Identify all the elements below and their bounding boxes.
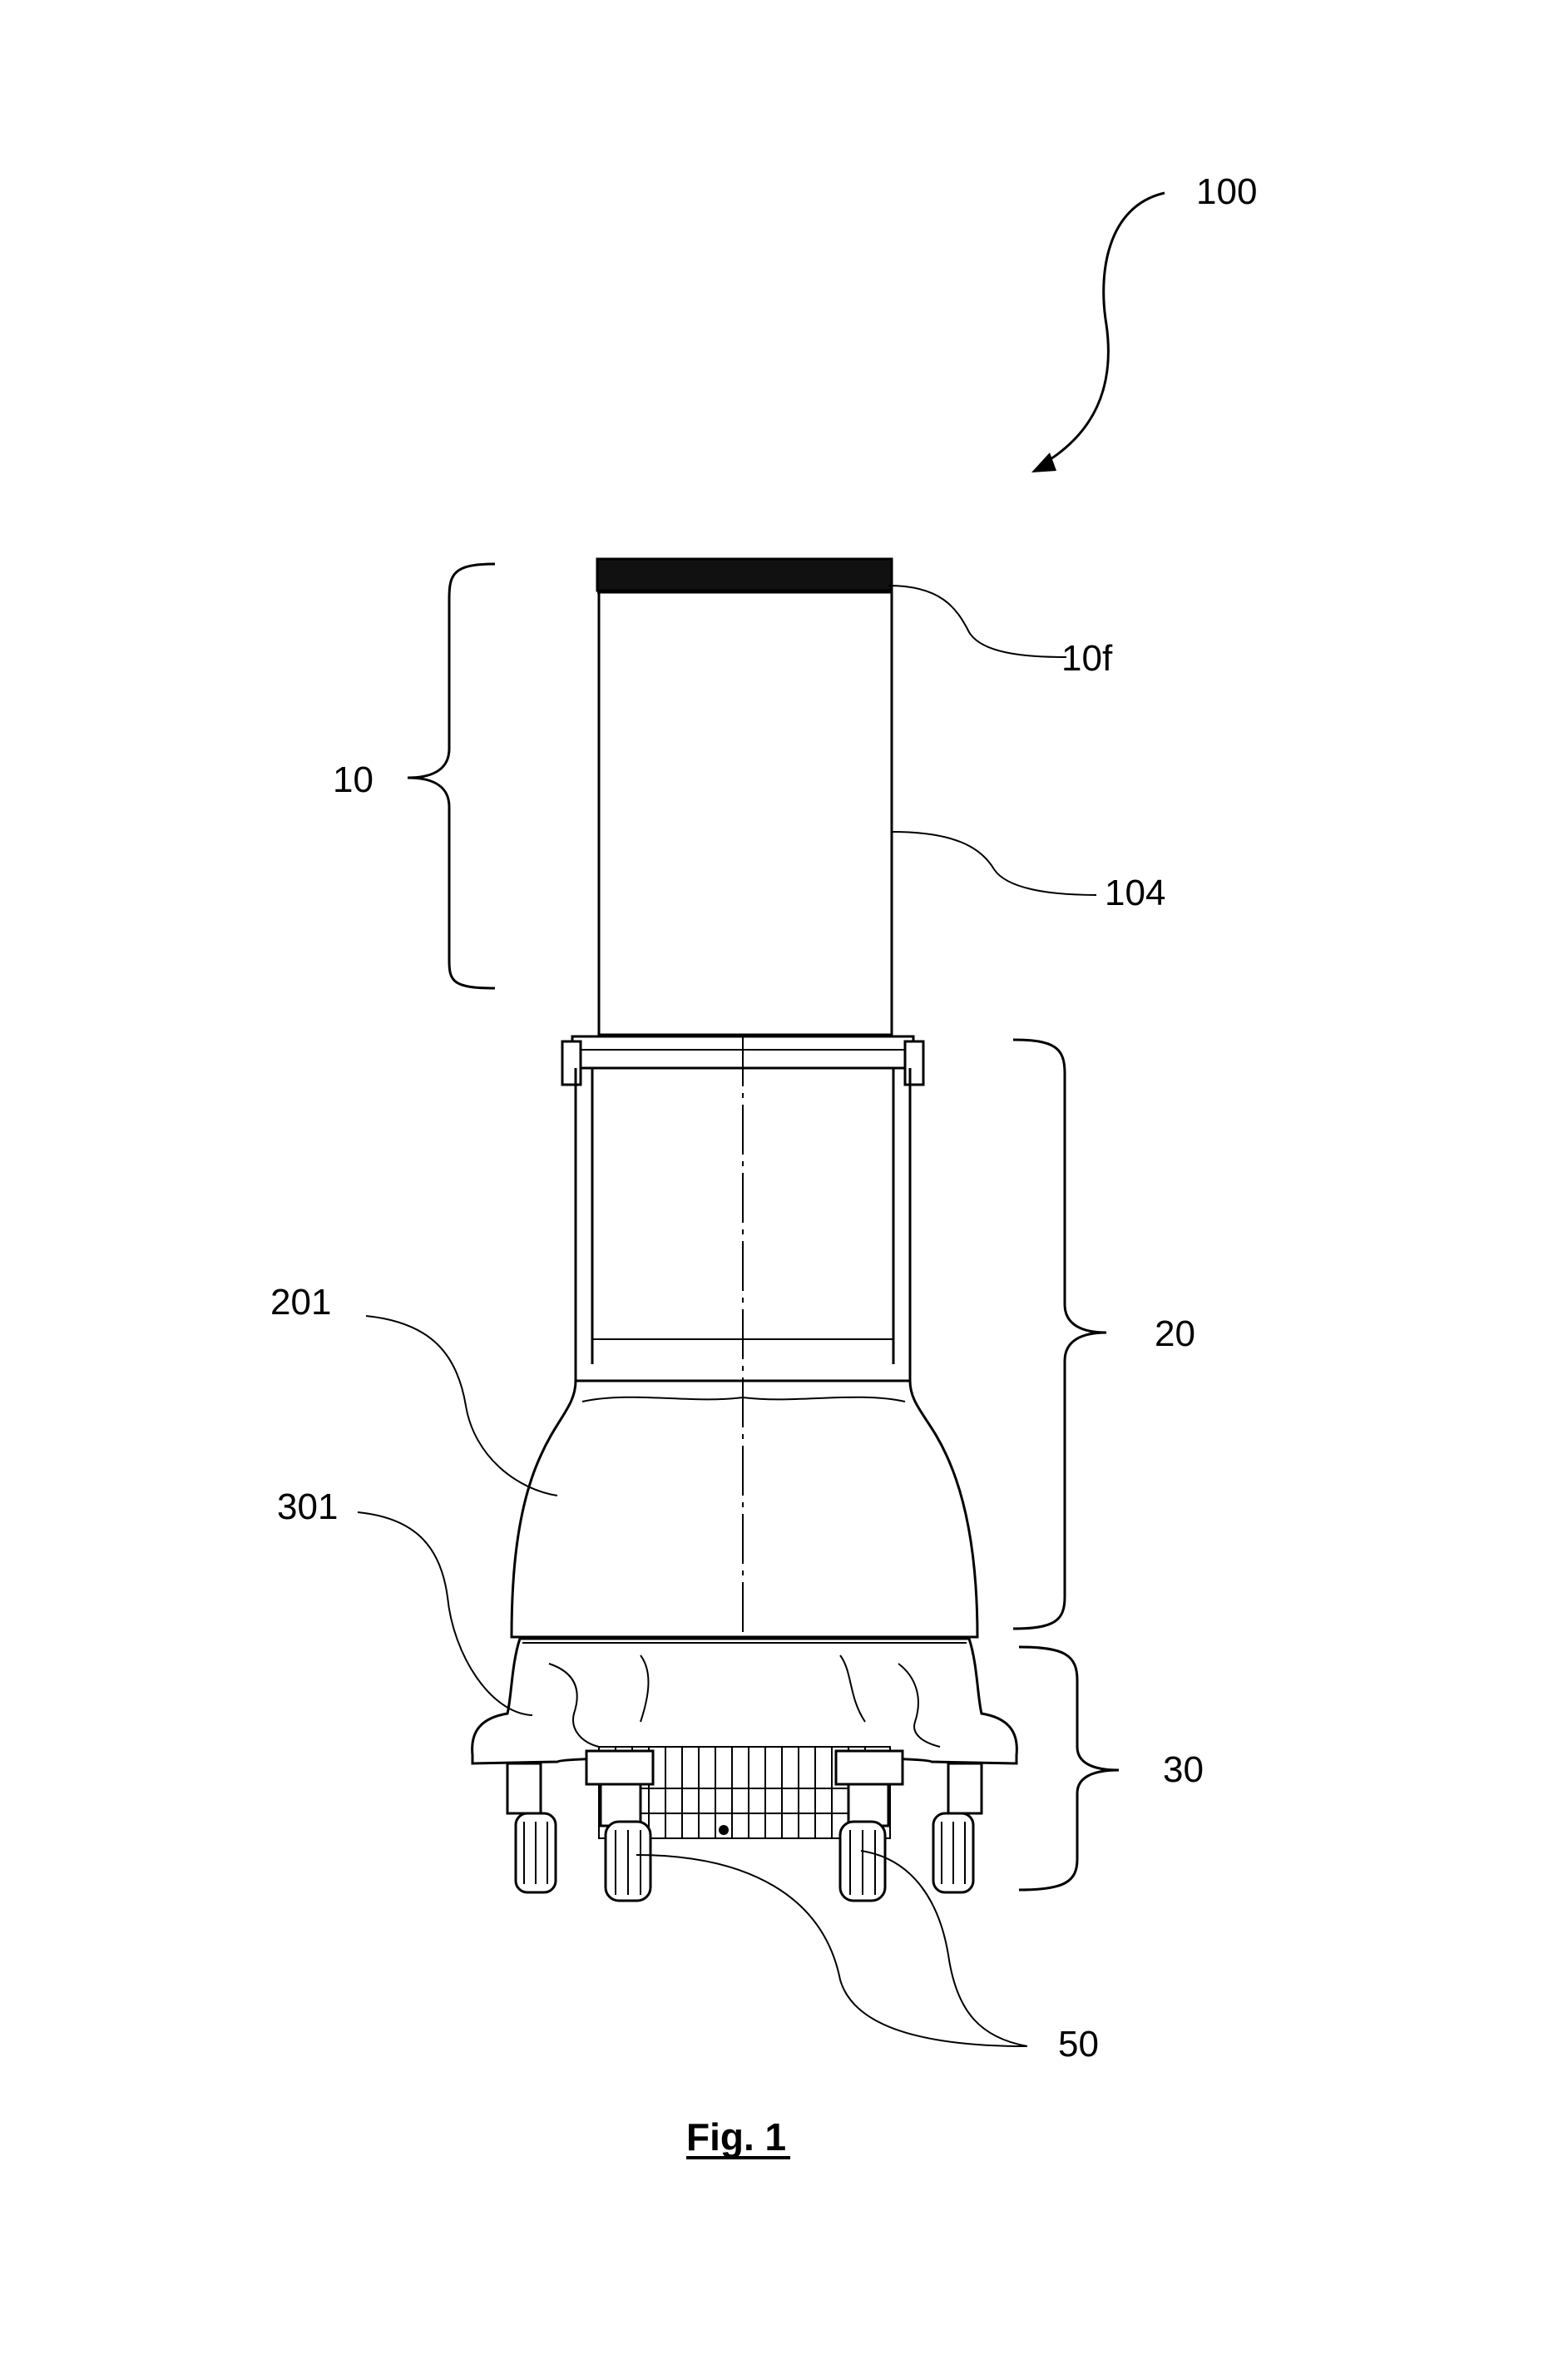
bracket-10	[407, 562, 496, 990]
upper-tube	[596, 557, 893, 1036]
label-20: 20	[1155, 1313, 1195, 1354]
label-301: 301	[277, 1486, 338, 1527]
casters	[506, 1749, 983, 1902]
label-10: 10	[333, 759, 373, 800]
caster-outer-right	[932, 1762, 983, 1894]
label-201: 201	[270, 1282, 331, 1323]
caster-inner-right	[834, 1749, 904, 1902]
label-100: 100	[1196, 171, 1257, 212]
leader-104	[891, 831, 1097, 896]
label-104: 104	[1105, 873, 1165, 913]
tube-body	[597, 591, 893, 1036]
leader-50	[636, 1850, 1028, 2047]
middle-housing	[510, 1035, 979, 1838]
assembly-leader	[1031, 191, 1165, 472]
bracket-30	[1018, 1645, 1120, 1892]
bracket-20	[1012, 1038, 1107, 1630]
leader-10f	[888, 585, 1067, 658]
label-50: 50	[1058, 2024, 1099, 2065]
label-10f: 10f	[1061, 638, 1113, 679]
leader-301	[357, 1511, 533, 1716]
caster-inner-left	[585, 1749, 655, 1902]
caster-outer-left	[506, 1762, 557, 1894]
leader-201	[365, 1315, 558, 1496]
figure-caption: Fig. 1	[686, 2115, 786, 2159]
top-band	[596, 557, 893, 592]
base-shroud	[471, 1637, 1018, 1839]
label-30: 30	[1163, 1749, 1204, 1790]
